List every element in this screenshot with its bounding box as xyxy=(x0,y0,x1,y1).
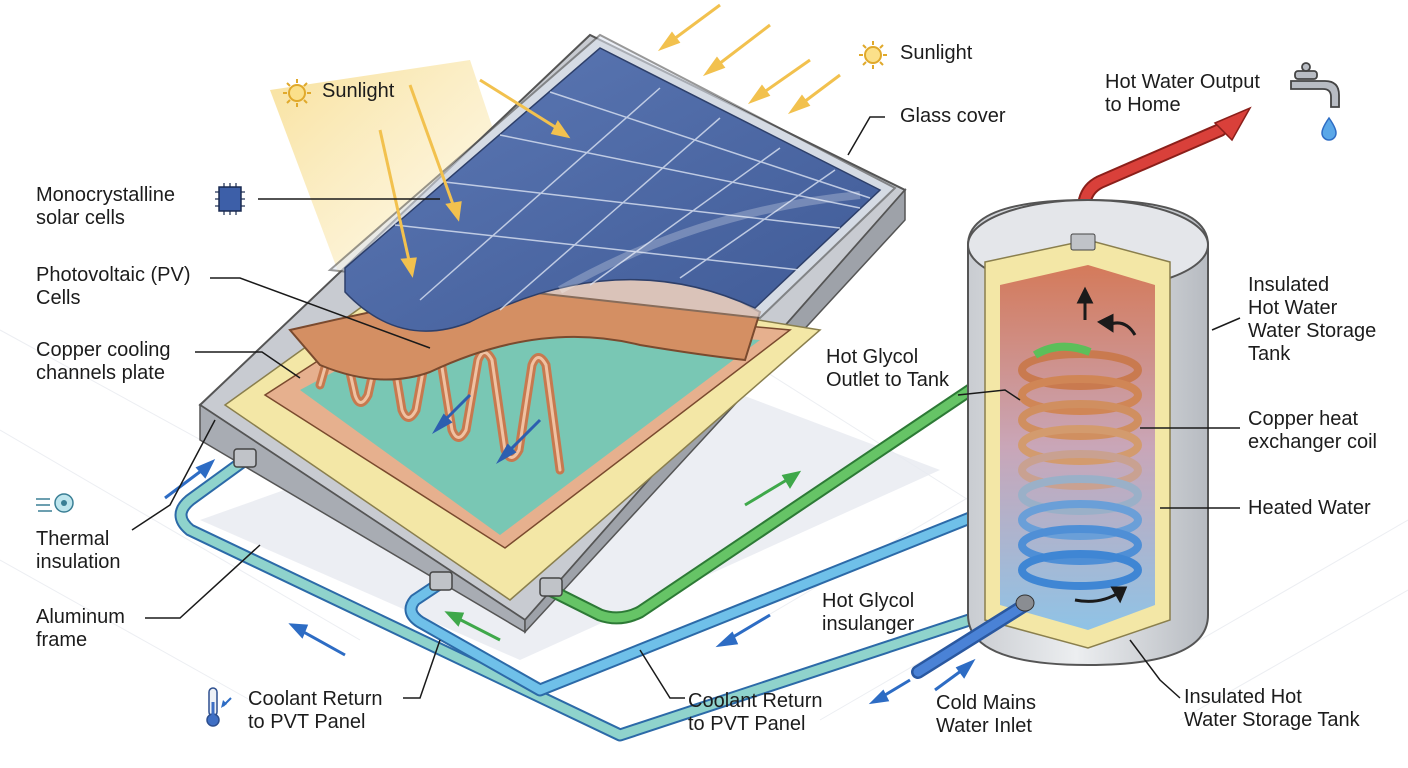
hot-water-arrow xyxy=(1213,106,1252,142)
tank-bottom-line-2: Water Storage Tank xyxy=(1184,709,1360,731)
hot-glycol-outlet-line-2: Outlet to Tank xyxy=(826,369,950,391)
tank-top-line-2: Hot Water xyxy=(1248,297,1338,319)
water-drop-icon xyxy=(1321,116,1337,141)
coolant-return-mid-line-2: to PVT Panel xyxy=(688,713,806,735)
monocrystalline-cells-label: Monocrystalline solar cells xyxy=(36,184,175,230)
coolant-return-left-line-2: to PVT Panel xyxy=(248,711,366,733)
copper-coil-line-1: Copper heat xyxy=(1248,408,1359,430)
thermal-insulation-line-1: Thermal xyxy=(36,528,110,550)
tank-top-line-4: Tank xyxy=(1248,343,1291,365)
heated-water-label: Heated Water xyxy=(1248,497,1371,519)
sun-icon xyxy=(859,41,887,69)
thermal-insulation-label: Thermal insulation xyxy=(36,528,121,574)
hot-glycol-insulanger-line-1: Hot Glycol xyxy=(822,590,915,612)
sunlight-arrows xyxy=(378,3,841,278)
sunlight-label-left: Sunlight xyxy=(322,80,395,102)
cold-mains-line-1: Cold Mains xyxy=(936,692,1037,714)
pipe-fittings xyxy=(233,448,563,597)
cold-inlet-fitting xyxy=(1015,594,1035,612)
pv-cells-line-2: Cells xyxy=(36,287,81,309)
glass-reflection xyxy=(558,191,861,294)
glycol-return-pipe xyxy=(404,503,1027,697)
glass-cover-label: Glass cover xyxy=(900,105,1006,127)
tank-top-line-3: Water Storage xyxy=(1248,320,1377,342)
copper-plate-label: Copper cooling channels plate xyxy=(36,339,171,385)
copper-plate-line-1: Copper cooling xyxy=(36,339,171,361)
leader-lines xyxy=(131,116,1241,699)
monocrystalline-cells-line-1: Monocrystalline xyxy=(36,184,175,206)
tank-top-fitting xyxy=(1070,233,1096,251)
fan-icon xyxy=(36,493,74,513)
hot-glycol-insulanger-label: Hot Glycol insulanger xyxy=(822,590,914,636)
thermal-insulation-line-2: insulation xyxy=(36,551,121,573)
tank-top-label: Insulated Hot Water Water Storage Tank xyxy=(1248,274,1376,366)
cold-mains-label: Cold Mains Water Inlet xyxy=(936,692,1036,738)
sun-icon xyxy=(283,79,311,107)
tank-flow-arrows xyxy=(1074,286,1137,604)
cold-mains-line-2: Water Inlet xyxy=(936,715,1032,737)
tank-bottom-line-1: Insulated Hot xyxy=(1184,686,1302,708)
hot-water-output-label: Hot Water Output to Home xyxy=(1105,71,1260,117)
hot-glycol-outlet-pipe xyxy=(543,348,1042,625)
tank-bottom-label: Insulated Hot Water Storage Tank xyxy=(1184,686,1360,732)
aluminum-frame-line-2: frame xyxy=(36,629,88,651)
monocrystalline-cells-line-2: solar cells xyxy=(36,207,125,229)
thermometer-icon xyxy=(206,687,232,727)
hot-glycol-insulanger-line-2: insulanger xyxy=(822,613,915,635)
hot-water-output-line-2: to Home xyxy=(1105,94,1181,116)
coil-inlet-tube xyxy=(1032,342,1092,359)
sunlight-label-right: Sunlight xyxy=(900,42,973,64)
hot-glycol-outlet-line-1: Hot Glycol xyxy=(826,346,919,368)
heat-exchanger-coil xyxy=(1018,350,1142,590)
hot-water-output-line-1: Hot Water Output xyxy=(1105,71,1260,93)
cold-inlet-pipe-core xyxy=(913,600,1030,677)
pv-cells-label: Photovoltaic (PV) Cells xyxy=(36,264,191,310)
hot-glycol-outlet-label: Hot Glycol Outlet to Tank xyxy=(826,346,949,392)
coolant-return-pipe xyxy=(174,453,1037,742)
copper-coil-line-2: exchanger coil xyxy=(1248,431,1377,453)
faucet-icon xyxy=(1290,62,1340,108)
solar-cell-array xyxy=(344,47,882,332)
aluminum-frame-label: Aluminum frame xyxy=(36,606,125,652)
tank-top-line-1: Insulated xyxy=(1248,274,1330,296)
coolant-return-left-label: Coolant Return to PVT Panel xyxy=(248,688,383,734)
pipe-flow-arrows xyxy=(164,459,976,705)
cell-grid-lines xyxy=(394,87,871,311)
copper-plate-line-2: channels plate xyxy=(36,362,165,384)
coolant-return-left-line-1: Coolant Return xyxy=(248,688,383,710)
coolant-return-mid-label: Coolant Return to PVT Panel xyxy=(688,690,823,736)
chip-icon xyxy=(215,183,245,215)
aluminum-frame-line-1: Aluminum xyxy=(36,606,125,628)
storage-tank xyxy=(911,198,1209,679)
coolant-return-mid-line-1: Coolant Return xyxy=(688,690,823,712)
pv-cells-line-1: Photovoltaic (PV) xyxy=(36,264,191,286)
copper-coil-label: Copper heat exchanger coil xyxy=(1248,408,1377,454)
plate-flow-arrows xyxy=(431,393,542,465)
